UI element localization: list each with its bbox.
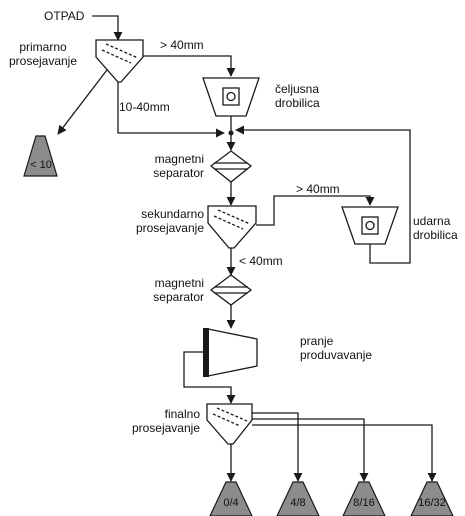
under10-arrow xyxy=(57,65,111,135)
pile-4-8-icon xyxy=(276,481,320,516)
final-screen-icon xyxy=(206,403,253,445)
impact-crusher-line-1: udarna xyxy=(413,214,451,228)
out-8-16-arrow xyxy=(252,418,369,482)
pile-16-32-label: 16/32 xyxy=(418,497,446,509)
final-screening-label: finalno prosejavanje xyxy=(96,407,200,435)
primary-screening-line-1: primarno xyxy=(19,40,67,54)
pile-0-4-icon xyxy=(209,481,253,516)
magnetic-separator-2-icon xyxy=(209,274,253,306)
secondary-screening-line-1: sekundarno xyxy=(141,207,204,221)
pile-16-32-icon xyxy=(410,481,454,516)
jaw-crusher-line-2: drobilica xyxy=(275,96,320,110)
input-label: OTPAD xyxy=(44,9,85,23)
pile-under-10-label: < 10 xyxy=(30,159,52,171)
jaw-crusher-label: čeljusna drobilica xyxy=(275,82,320,110)
pile-4-8-label: 4/8 xyxy=(290,497,306,509)
final-screening-line-2: prosejavanje xyxy=(131,421,200,435)
washer-to-final-arrow xyxy=(183,351,236,404)
range10-40-arrow xyxy=(117,82,225,138)
primary-screen-icon xyxy=(95,39,144,83)
jaw-crusher-icon xyxy=(202,77,260,117)
out-4-8-arrow xyxy=(252,412,303,482)
washer-drum-icon xyxy=(203,328,258,377)
washing-line-2: produvavanje xyxy=(300,348,373,362)
jaw-crusher-line-1: čeljusna xyxy=(275,82,320,96)
secondary-screen-icon xyxy=(207,205,257,249)
magnetic-separator-2-line-2: separator xyxy=(153,290,204,304)
impact-crusher-line-2: drobilica xyxy=(413,228,458,242)
impact-crusher-icon xyxy=(341,206,399,245)
under-40-label: < 40mm xyxy=(239,254,283,268)
out-16-32-arrow xyxy=(252,424,437,482)
over-40-label: > 40mm xyxy=(160,38,204,52)
input-arrow xyxy=(92,15,123,41)
impact-crusher-label: udarna drobilica xyxy=(413,214,458,242)
magnetic-separator-1-icon xyxy=(209,150,253,183)
pile-8-16-icon xyxy=(342,481,386,516)
magnetic-separator-2-line-1: magnetni xyxy=(154,276,204,290)
return-loop-arrow xyxy=(235,125,411,264)
primary-screening-label: primarno prosejavanje xyxy=(2,40,84,68)
magnetic-separator-1-label: magnetni separator xyxy=(100,152,204,180)
pile-8-16-label: 8/16 xyxy=(353,497,375,509)
range-10-40-label: 10-40mm xyxy=(119,100,170,114)
magnetic-separator-1-line-2: separator xyxy=(153,166,204,180)
secondary-screening-line-2: prosejavanje xyxy=(135,221,204,235)
pile-0-4-label: 0/4 xyxy=(223,497,239,509)
magnetic-separator-2-label: magnetni separator xyxy=(100,276,204,304)
pile-under-10-icon xyxy=(23,135,58,177)
over-40-secondary-label: > 40mm xyxy=(296,182,340,196)
junction-dot xyxy=(228,130,234,136)
over40-arrow xyxy=(143,55,236,77)
secondary-screening-label: sekundarno prosejavanje xyxy=(100,207,204,235)
over40-secondary-arrow xyxy=(256,195,375,226)
final-screening-line-1: finalno xyxy=(164,407,200,421)
washing-line-1: pranje xyxy=(300,334,334,348)
primary-screening-line-2: prosejavanje xyxy=(8,54,78,68)
magnetic-separator-1-line-1: magnetni xyxy=(154,152,204,166)
washing-label: pranje produvavanje xyxy=(300,334,372,362)
